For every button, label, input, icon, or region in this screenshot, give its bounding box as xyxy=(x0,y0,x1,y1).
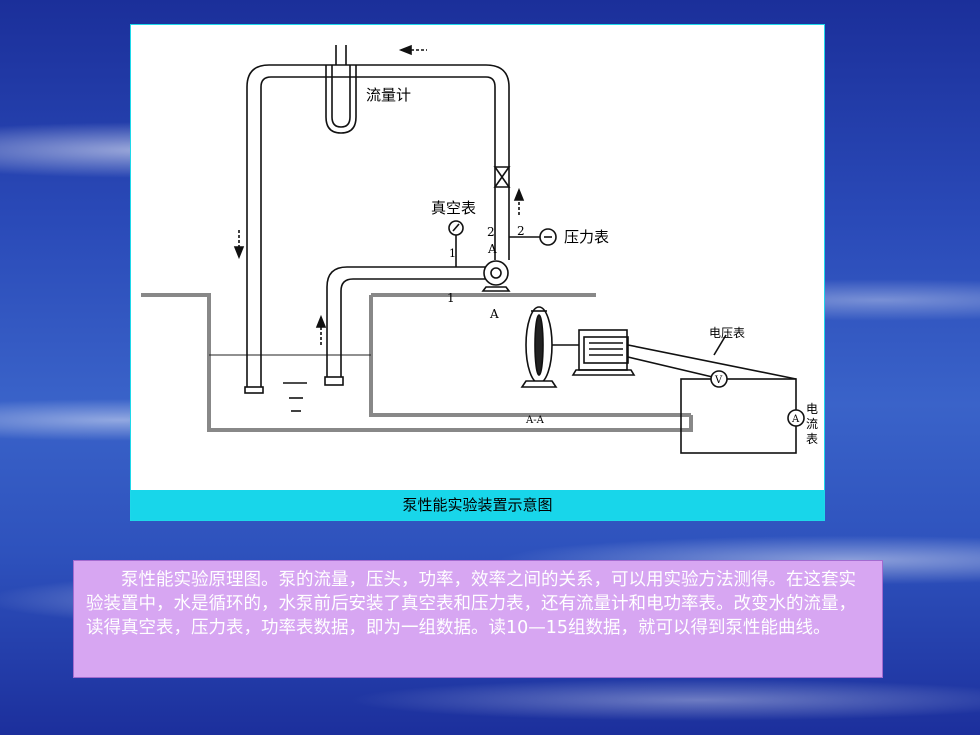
ammeter-label-2: 流 xyxy=(806,417,818,431)
top-pipe xyxy=(246,64,510,88)
description-text: 泵性能实验原理图。泵的流量，压头，功率，效率之间的关系，可以用实验方法测得。在这… xyxy=(73,560,883,678)
pump-casing xyxy=(483,260,509,286)
figure-caption: 泵性能实验装置示意图 xyxy=(131,490,824,520)
diagram-svg: 流量计 真空表 压力表 电压表 电 流 表 A A A-A 1 1 2 2 V … xyxy=(141,44,818,454)
point-2-left: 2 xyxy=(487,225,495,239)
voltmeter-symbol: V xyxy=(714,375,723,386)
suction-pipe xyxy=(326,266,486,380)
motor xyxy=(583,336,629,364)
voltmeter-label: 电压表 xyxy=(709,326,745,340)
pump-experiment-diagram: 流量计 真空表 压力表 电压表 电 流 表 A A A-A 1 1 2 2 V … xyxy=(130,24,825,521)
tank-wall xyxy=(141,293,693,432)
flowmeter-label: 流量计 xyxy=(366,86,411,104)
valve xyxy=(493,166,511,179)
voltmeter xyxy=(710,370,728,388)
section-a-lower: A xyxy=(489,307,499,321)
ammeter xyxy=(787,409,805,427)
ammeter-label-1: 电 xyxy=(806,402,818,416)
ground-line xyxy=(369,295,691,417)
flowmeter-tube xyxy=(325,65,357,134)
ammeter-label-3: 表 xyxy=(806,432,818,446)
pressure-gauge-label: 压力表 xyxy=(564,228,609,246)
circuit-box xyxy=(680,378,797,454)
section-a-upper: A xyxy=(487,242,497,256)
point-1-upper: 1 xyxy=(449,247,456,260)
ammeter-symbol: A xyxy=(791,414,800,425)
section-aa-label: A-A xyxy=(525,415,545,426)
vacuum-gauge-label: 真空表 xyxy=(431,199,476,217)
point-2-right: 2 xyxy=(517,224,525,238)
point-1-lower: 1 xyxy=(447,291,455,305)
